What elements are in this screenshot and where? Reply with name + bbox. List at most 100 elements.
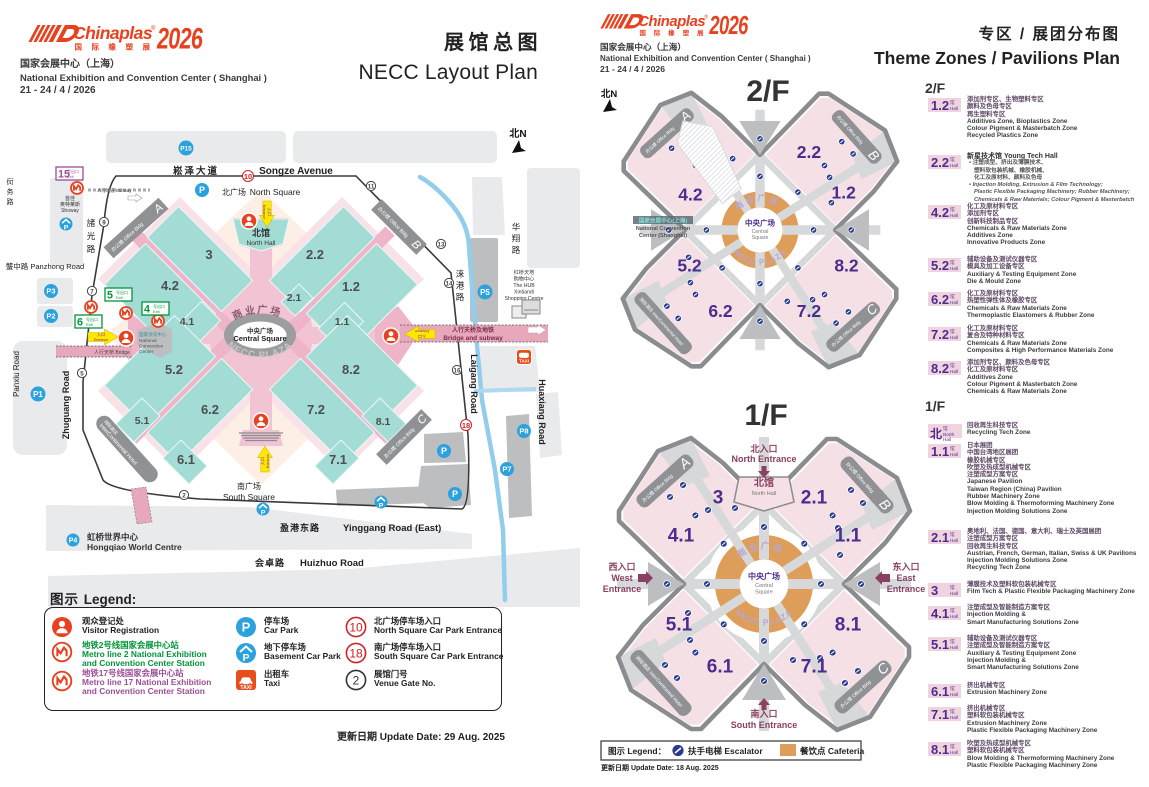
svg-text:Entrance: Entrance (94, 338, 108, 342)
svg-text:涞: 涞 (456, 269, 465, 279)
svg-text:P4: P4 (69, 538, 78, 545)
svg-text:务: 务 (7, 187, 14, 196)
svg-text:Exit: Exit (67, 174, 75, 179)
svg-text:Entrance: Entrance (415, 329, 429, 333)
svg-text:Square: Square (755, 590, 773, 596)
svg-text:Huaxiang Road: Huaxiang Road (537, 379, 547, 445)
svg-text:Hongqiao World Centre: Hongqiao World Centre (87, 542, 182, 552)
svg-text:港: 港 (456, 281, 465, 291)
svg-text:Shopping Centre: Shopping Centre (505, 296, 544, 302)
svg-text:10: 10 (349, 621, 363, 635)
svg-text:4.2: 4.2 (678, 184, 703, 204)
svg-text:South Entrance: South Entrance (731, 720, 798, 730)
svg-text:华: 华 (512, 222, 521, 232)
svg-text:号出口: 号出口 (116, 289, 128, 295)
svg-text:諸: 諸 (87, 218, 96, 228)
svg-text:7.2: 7.2 (307, 402, 325, 417)
svg-text:图示 Legend：: 图示 Legend： (608, 746, 666, 756)
svg-text:National Convention: National Convention (636, 226, 691, 232)
svg-text:1.1: 1.1 (335, 316, 350, 328)
svg-text:6.2: 6.2 (201, 402, 219, 417)
svg-text:人行天桥 Bridge: 人行天桥 Bridge (94, 349, 130, 356)
svg-text:North Square: North Square (250, 187, 301, 197)
svg-text:10: 10 (244, 172, 252, 181)
svg-text:P2: P2 (46, 312, 55, 321)
svg-text:Square: Square (752, 235, 769, 241)
svg-text:Chinaplas: Chinaplas (638, 14, 705, 30)
svg-text:7.2: 7.2 (797, 301, 822, 321)
svg-text:Entrance: Entrance (262, 205, 266, 219)
svg-text:2026: 2026 (156, 24, 203, 54)
svg-text:South Square: South Square (223, 492, 275, 502)
svg-text:2/F: 2/F (746, 75, 789, 108)
svg-text:8.2: 8.2 (342, 362, 360, 377)
svg-text:Chinaplas: Chinaplas (73, 24, 153, 43)
svg-text:North Hall: North Hall (247, 240, 276, 247)
svg-text:衏: 衏 (7, 178, 14, 186)
svg-text:11: 11 (368, 184, 375, 191)
svg-text:南广场: 南广场 (237, 481, 261, 491)
svg-text:P15: P15 (180, 145, 192, 152)
svg-text:8.2: 8.2 (834, 256, 859, 276)
svg-text:Showay: Showay (61, 208, 79, 214)
svg-text:Songze Avenue: Songze Avenue (259, 166, 333, 177)
svg-text:P: P (261, 509, 266, 516)
svg-text:TAXI: TAXI (519, 358, 529, 363)
svg-text:北入口: 北入口 (750, 443, 777, 454)
svg-text:P3: P3 (46, 287, 55, 296)
svg-text:4.1: 4.1 (668, 526, 695, 547)
svg-text:红桥天地: 红桥天地 (514, 268, 535, 276)
svg-text:West: West (611, 573, 632, 583)
svg-text:4.1: 4.1 (180, 316, 195, 328)
svg-text:P: P (379, 502, 384, 509)
svg-text:中央广场: 中央广场 (745, 217, 775, 227)
svg-text:1.2: 1.2 (342, 279, 360, 294)
svg-text:号出口: 号出口 (67, 168, 79, 174)
svg-text:会卓路: 会卓路 (255, 557, 285, 568)
svg-text:5: 5 (107, 290, 113, 302)
svg-text:3: 3 (205, 247, 212, 262)
svg-text:TAXI: TAXI (240, 685, 252, 691)
svg-text:5.1: 5.1 (135, 415, 150, 427)
svg-text:Yinggang Road (East): Yinggang Road (East) (343, 523, 441, 534)
svg-text:1.2: 1.2 (832, 182, 857, 202)
svg-text:东入口: 东入口 (892, 561, 919, 572)
svg-text:人行天桥及地铁: 人行天桥及地铁 (452, 326, 494, 334)
svg-text:8.1: 8.1 (376, 416, 391, 428)
svg-text:Exit: Exit (116, 295, 124, 300)
svg-text:6: 6 (77, 317, 83, 329)
svg-text:Exit: Exit (86, 322, 94, 327)
svg-text:翔: 翔 (512, 234, 521, 244)
svg-text:号出口: 号出口 (86, 316, 98, 322)
svg-text:2.1: 2.1 (801, 488, 828, 509)
svg-text:入口: 入口 (418, 334, 426, 339)
svg-text:P: P (64, 224, 69, 231)
svg-text:Entrance: Entrance (887, 584, 926, 594)
svg-text:Central: Central (752, 229, 769, 235)
svg-text:2: 2 (353, 674, 360, 688)
svg-text:Bridge and subway: Bridge and subway (443, 335, 503, 342)
svg-text:Panxiu Road: Panxiu Road (12, 351, 21, 397)
svg-text:更新日期 Update Date: 18 Aug. 2025: 更新日期 Update Date: 18 Aug. 2025 (601, 763, 719, 772)
svg-text:人行地道 Subway: 人行地道 Subway (97, 187, 132, 194)
svg-text:Exit: Exit (153, 309, 161, 314)
svg-text:国家会议中心: 国家会议中心 (139, 331, 167, 338)
svg-text:15: 15 (58, 169, 70, 181)
svg-text:1/F: 1/F (744, 399, 787, 432)
svg-text:1.1: 1.1 (835, 526, 862, 547)
svg-text:14: 14 (446, 281, 453, 288)
svg-text:Central Square: Central Square (233, 334, 286, 343)
svg-text:Xintiandi: Xintiandi (514, 290, 534, 296)
svg-text:虹桥世界中心: 虹桥世界中心 (87, 532, 139, 542)
svg-text:18: 18 (349, 647, 363, 661)
svg-text:北N: 北N (601, 88, 618, 100)
svg-text:4: 4 (144, 304, 150, 316)
svg-text:北N: 北N (509, 127, 526, 140)
svg-text:中央广场: 中央广场 (748, 571, 780, 581)
svg-text:P8: P8 (519, 427, 528, 436)
svg-text:崧泽大道: 崧泽大道 (173, 165, 219, 177)
svg-text:P: P (242, 620, 251, 635)
svg-text:P: P (441, 446, 447, 456)
svg-text:盈港东路: 盈港东路 (279, 522, 320, 533)
svg-text:国际橡塑展: 国际橡塑展 (639, 28, 711, 37)
